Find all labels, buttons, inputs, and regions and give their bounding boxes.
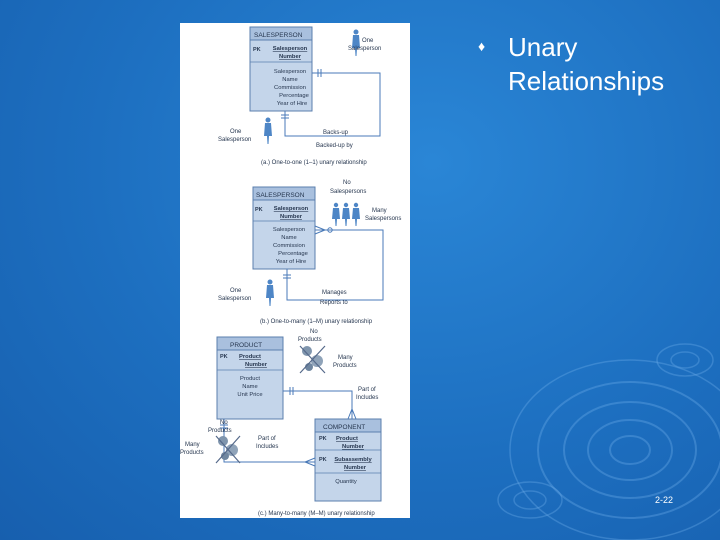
attr-line: Year of Hire	[276, 259, 306, 265]
attr-line: Name	[242, 384, 257, 390]
relationship-label: Includes	[256, 444, 278, 450]
person-icon	[264, 117, 272, 144]
label-many: Many	[185, 442, 200, 448]
pk-attr-line1: Product	[239, 354, 261, 360]
label-products: Products	[333, 363, 357, 369]
entity-name: COMPONENT	[323, 424, 365, 431]
unary-relationships-diagram: SALESPERSON PK Salesperson Number Salesp…	[180, 26, 401, 517]
part-b-one-to-many: SALESPERSON PK Salesperson Number Salesp…	[218, 180, 401, 325]
slide-number: 2-22	[655, 495, 674, 505]
attr-line: Year of Hire	[277, 101, 307, 107]
attr-line: Salesperson	[273, 227, 305, 233]
label-one: One	[362, 38, 374, 44]
label-one: One	[230, 288, 242, 294]
relationship-label: Backed-up by	[316, 143, 353, 149]
pk-tag: PK	[255, 207, 263, 213]
gear-cluster-icon	[215, 435, 241, 464]
label-salesperson: Salesperson	[348, 46, 381, 52]
caption-a: (a.) One-to-one (1–1) unary relationship	[261, 160, 367, 166]
pk-attr-line1: Salesperson	[273, 46, 308, 52]
label-salesperson: Salesperson	[218, 137, 251, 143]
part-c-many-to-many: PRODUCT PK Product Number Product Name U…	[180, 329, 382, 517]
pk-attr-line2: Number	[344, 465, 367, 471]
label-salespersons: Salespersons	[365, 216, 401, 222]
pk-attr-line1: Product	[336, 436, 358, 442]
diamond-bullet-icon: ♦	[478, 38, 486, 54]
entity-salesperson-b: SALESPERSON PK Salesperson Number Salesp…	[252, 186, 316, 270]
gear-cluster-icon	[299, 345, 326, 374]
pk-tag: PK	[253, 47, 261, 53]
attr-line: Commission	[273, 243, 305, 249]
part-a-one-to-one: SALESPERSON PK Salesperson Number Salesp…	[218, 26, 381, 166]
pk-attr-line2: Number	[280, 214, 303, 220]
person-icon	[352, 29, 360, 56]
pk-attr-line2: Number	[245, 362, 268, 368]
caption-c: (c.) Many-to-many (M–M) unary relationsh…	[258, 511, 375, 517]
entity-name: SALESPERSON	[254, 32, 303, 39]
person-icon	[266, 279, 274, 306]
relationship-label: Includes	[356, 395, 378, 401]
label-no: No	[310, 329, 318, 335]
entity-name: SALESPERSON	[256, 192, 305, 199]
relationship-label: Reports to	[320, 300, 348, 306]
people-group-icon	[332, 202, 360, 226]
relationship-label: Part of	[258, 436, 276, 442]
entity-product: PRODUCT PK Product Number Product Name U…	[216, 336, 284, 420]
label-products: Products	[208, 428, 232, 434]
attr-line: Percentage	[279, 93, 309, 99]
attr-line: Percentage	[278, 251, 308, 257]
pk-attr-line1: Salesperson	[274, 206, 309, 212]
connector-c	[220, 387, 357, 467]
attr-line: Commission	[274, 85, 306, 91]
label-no: No	[220, 420, 228, 426]
pk-tag: PK	[319, 457, 327, 463]
pk-tag: PK	[220, 354, 228, 360]
label-products: Products	[180, 450, 204, 456]
label-salespersons: Salespersons	[330, 189, 366, 195]
pk-attr-line2: Number	[342, 444, 365, 450]
label-many: Many	[372, 208, 387, 214]
entity-salesperson-a: SALESPERSON PK Salesperson Number Salesp…	[249, 26, 313, 112]
relationship-label: Backs-up	[323, 130, 349, 136]
diagram-panel: SALESPERSON PK Salesperson Number Salesp…	[180, 23, 410, 518]
slide-title: Unary Relationships	[508, 32, 665, 96]
attr-line: Quantity	[335, 479, 357, 485]
label-products: Products	[298, 337, 322, 343]
relationship-label: Part of	[358, 387, 376, 393]
connector-a	[281, 69, 381, 137]
pk-attr-line2: Number	[279, 54, 302, 60]
label-many: Many	[338, 355, 353, 361]
pk-tag: PK	[319, 436, 327, 442]
label-salesperson: Salesperson	[218, 296, 251, 302]
attr-line: Name	[282, 77, 297, 83]
ripple-decoration	[497, 343, 720, 540]
attr-line: Product	[240, 376, 260, 382]
entity-name: PRODUCT	[230, 342, 262, 349]
label-no: No	[343, 180, 351, 186]
attr-line: Unit Price	[237, 392, 262, 398]
attr-line: Salesperson	[274, 69, 306, 75]
attr-line: Name	[281, 235, 296, 241]
connector-b	[283, 225, 384, 301]
caption-b: (b.) One-to-many (1–M) unary relationshi…	[260, 319, 373, 325]
label-one: One	[230, 129, 242, 135]
entity-component: COMPONENT PK Product Number PK Subassemb…	[314, 418, 382, 502]
pk-attr-line1: Subassembly	[334, 457, 372, 463]
relationship-label: Manages	[322, 290, 347, 296]
